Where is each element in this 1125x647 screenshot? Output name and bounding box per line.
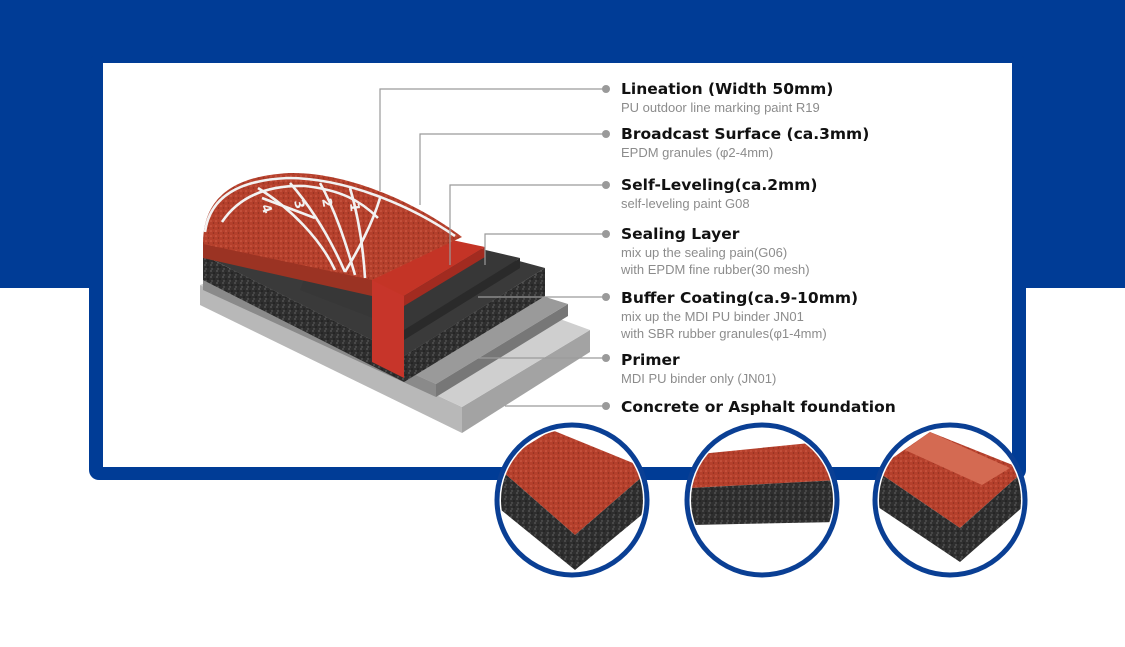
layer-description: EPDM granules (φ2-4mm) <box>621 145 774 160</box>
layer-label-broadcast-surface: Broadcast Surface (ca.3mm) EPDM granules… <box>621 124 869 161</box>
sample-circle-sealing <box>872 422 1028 578</box>
layer-title: Broadcast Surface (ca.3mm) <box>621 125 870 143</box>
lane-number: 2 <box>318 197 334 209</box>
layer-description: self-leveling paint G08 <box>621 196 750 211</box>
layer-title: Buffer Coating(ca.9-10mm) <box>621 289 859 307</box>
layer-description: MDI PU binder only (JN01) <box>621 371 777 386</box>
layer-label-foundation: Concrete or Asphalt foundation <box>621 397 896 417</box>
layer-label-primer: Primer MDI PU binder only (JN01) <box>621 350 776 387</box>
lane-number: 1 <box>346 202 362 212</box>
track-surface: 4 3 2 1 <box>203 172 462 296</box>
layer-description: mix up the MDI PU binder JN01 <box>621 309 804 324</box>
layer-label-self-leveling: Self-Leveling(ca.2mm) self-leveling pain… <box>621 175 817 212</box>
layer-label-buffer-coating: Buffer Coating(ca.9-10mm) mix up the MDI… <box>621 288 858 342</box>
layer-description: mix up the sealing pain(G06) <box>621 245 788 260</box>
layer-description: with EPDM fine rubber(30 mesh) <box>621 262 810 277</box>
leader-lines <box>379 88 604 407</box>
layer-description: with SBR rubber granules(φ1-4mm) <box>621 326 827 341</box>
layer-title: Concrete or Asphalt foundation <box>621 398 896 416</box>
layer-title: Primer <box>621 351 680 369</box>
layer-label-sealing: Sealing Layer mix up the sealing pain(G0… <box>621 224 810 278</box>
layer-title: Lineation (Width 50mm) <box>621 80 834 98</box>
layer-label-lineation: Lineation (Width 50mm) PU outdoor line m… <box>621 79 833 116</box>
layer-title: Self-Leveling(ca.2mm) <box>621 176 818 194</box>
sample-circle-self-leveling <box>684 422 840 578</box>
layer-description: PU outdoor line marking paint R19 <box>621 100 820 115</box>
sample-circle-broadcast <box>494 422 650 578</box>
lane-number: 3 <box>290 198 307 211</box>
leader-dots <box>602 85 610 410</box>
layer-title: Sealing Layer <box>621 225 740 243</box>
